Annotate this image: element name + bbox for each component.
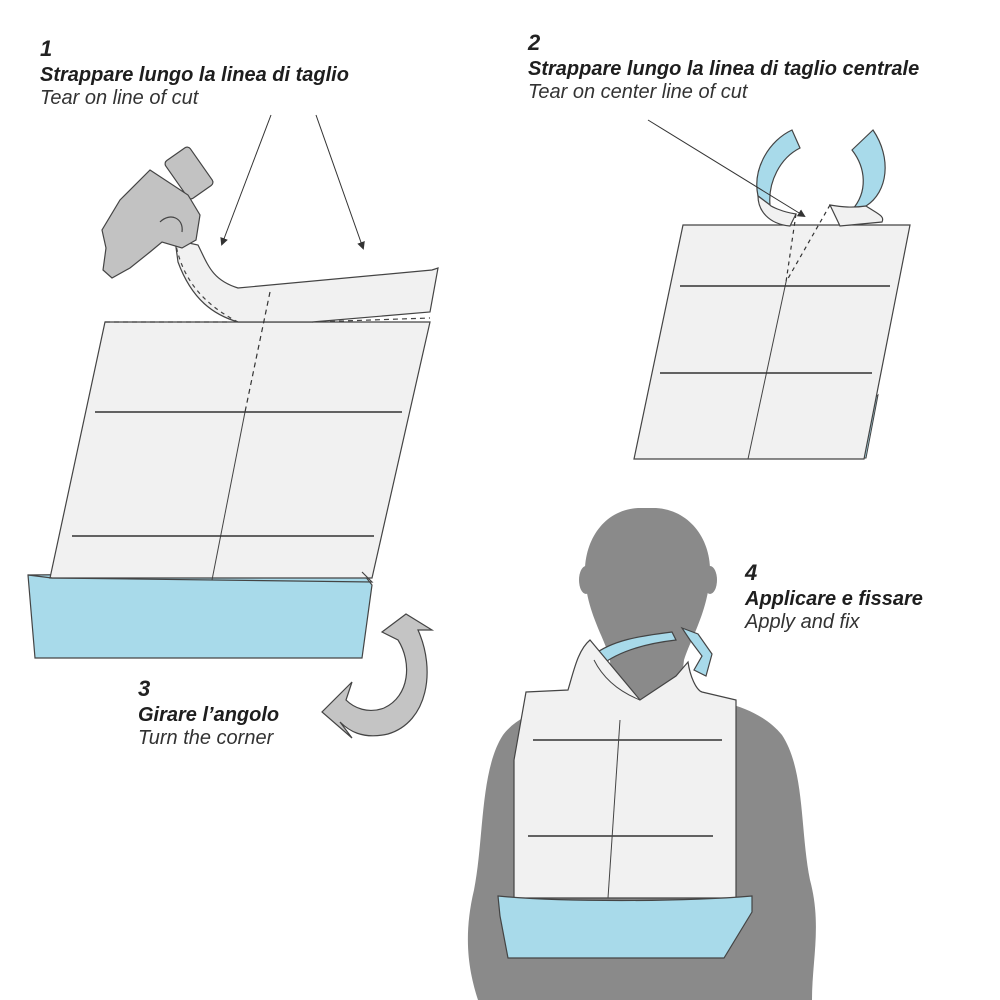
step4-italian-text: Applicare e fissare [745,588,923,610]
step2-number: 2 [528,30,541,55]
step1-english-text: Tear on line of cut [40,87,199,109]
hand-icon [101,146,214,279]
step2-paper [633,224,911,460]
step2-left-tab [756,129,801,207]
step1-tear-strip [174,239,439,323]
step1-italian-text: Strappare lungo la linea di taglio [40,64,349,86]
step1-bib-illustration [27,114,439,659]
step2-italian-text: Strappare lungo la linea di taglio centr… [528,58,920,80]
step4-english-text: Apply and fix [745,611,860,633]
step4-number: 4 [745,560,758,585]
step3-italian-text: Girare l’angolo [138,704,280,726]
step2-english-text: Tear on center line of cut [528,81,748,103]
step1-paper [49,321,431,579]
step3-english-text: Turn the corner [138,727,274,749]
step4-bib-illustration [497,626,753,959]
step2-label: 2 Strappare lungo la linea di taglio cen… [528,30,998,104]
curved-arrow-icon [321,613,435,739]
step1-number: 1 [40,36,53,61]
step4-label: 4 Applicare e fissare Apply and fix [745,560,985,634]
step3-label: 3 Girare l’angolo Turn the corner [138,676,398,750]
step2-right-tab [850,129,886,212]
step1-pocket [27,571,373,659]
step3-number: 3 [138,676,151,701]
step4-paper [513,639,737,899]
step1-label: 1 Strappare lungo la linea di taglio Tea… [40,36,460,110]
step4-pocket [497,895,753,959]
step2-bib-illustration [633,119,911,460]
